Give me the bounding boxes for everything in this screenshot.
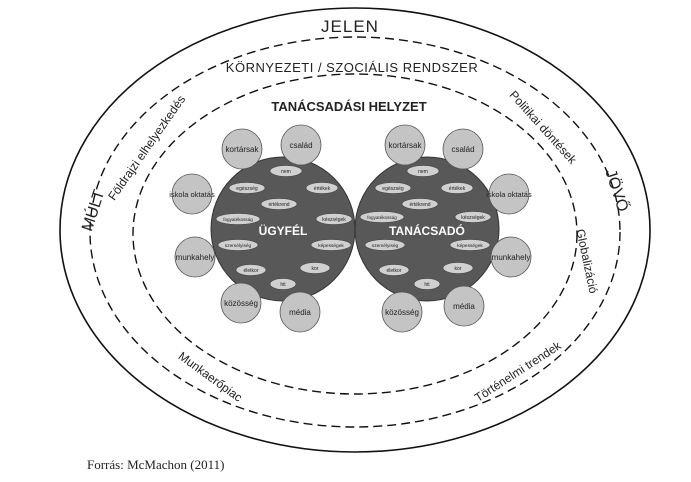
counselor-inner-oval: nem xyxy=(406,165,440,177)
counselor-circle-label: család xyxy=(451,145,474,154)
client-circle-label: munkahely xyxy=(176,253,215,262)
client-circle-label: kortársak xyxy=(226,145,260,154)
counselor-oval-label: nem xyxy=(418,169,428,175)
client-outer-circle: iskola oktatás xyxy=(169,173,215,215)
counselor-inner-oval: értékek xyxy=(440,182,474,194)
counselor-outer-circle: iskola oktatás xyxy=(486,173,532,215)
future-label: JÖVŐ xyxy=(601,167,633,214)
client-oval-label: hit xyxy=(280,282,286,288)
client-inner-oval: hit xyxy=(269,278,297,290)
client-circle-label: média xyxy=(289,308,311,317)
client-inner-oval: képességek xyxy=(310,239,352,251)
counselor-oval-label: egészség xyxy=(382,186,404,192)
past-label: MÚLT xyxy=(77,187,108,233)
counselor-oval-label: hit xyxy=(424,282,430,288)
counselor-oval-label: életkor xyxy=(386,268,401,274)
counselor-oval-label: személyiség xyxy=(372,243,399,249)
dashed-ring-inner xyxy=(132,73,578,395)
counselor-inner-oval: fogyatékosság xyxy=(359,211,405,223)
globalization-label: Globalizáció xyxy=(573,228,600,295)
outer-ellipse xyxy=(59,7,651,453)
counselor-oval-label: képességek xyxy=(457,243,483,249)
present-label: JELEN xyxy=(321,17,379,36)
client-oval-label: egészség xyxy=(236,186,258,192)
client-outer-circle: család xyxy=(280,124,322,166)
labour-market-label: Munkaerőpiac xyxy=(176,349,245,405)
client-oval-label: készségek xyxy=(322,217,346,223)
client-oval-label: személyiség xyxy=(225,243,252,249)
counselor-circle-label: média xyxy=(453,302,475,311)
counselor-outer-circle: kortársak xyxy=(384,124,426,166)
counselor-oval-label: készségek xyxy=(461,215,485,221)
client-circle-label: közösség xyxy=(224,299,258,308)
counselor-outer-circle: média xyxy=(443,285,485,327)
client-inner-oval: készségek xyxy=(315,213,353,225)
counselor-inner-oval: személyiség xyxy=(364,239,406,251)
counselor-circle-label: közösség xyxy=(385,308,419,317)
client-inner-oval: értékek xyxy=(305,182,339,194)
client-inner-oval: személyiség xyxy=(217,239,259,251)
counselor-inner-oval: készségek xyxy=(454,211,492,223)
counselor-circle-label: kortársak xyxy=(389,141,423,150)
source-caption: Forrás: McMachon (2011) xyxy=(87,457,225,472)
counselor-inner-oval: értékrend xyxy=(401,198,439,210)
client-label: ÜGYFÉL xyxy=(259,223,308,238)
counselor-outer-circle: munkahely xyxy=(490,236,532,278)
counselor-oval-label: értékrend xyxy=(409,202,430,208)
politics-label: Politikai döntések xyxy=(507,88,581,168)
client-oval-label: értékrend xyxy=(268,202,289,208)
counselor-system: TANÁCSADÓ kortársak család iskola oktatá… xyxy=(354,124,532,333)
counselor-inner-oval: kor xyxy=(442,262,474,274)
client-inner-oval: nem xyxy=(269,165,303,177)
counselor-oval-label: értékek xyxy=(449,186,466,192)
client-system: ÜGYFÉL kortársak család iskola oktatás m… xyxy=(169,124,356,333)
counselor-oval-label: fogyatékosság xyxy=(367,215,397,220)
client-inner-oval: fogyatékosság xyxy=(215,213,261,225)
client-oval-label: nem xyxy=(281,169,291,175)
client-oval-label: életkor xyxy=(243,268,258,274)
client-oval-label: fogyatékosság xyxy=(223,217,253,222)
dashed-ring-outer xyxy=(89,36,621,428)
counselling-situation-title: TANÁCSADÁSI HELYZET xyxy=(271,99,426,114)
client-outer-circle: munkahely xyxy=(174,236,216,278)
client-inner-oval: egészség xyxy=(228,182,266,194)
counselor-circle-label: iskola oktatás xyxy=(486,190,532,199)
counselor-inner-oval: egészség xyxy=(374,182,412,194)
client-circle-label: iskola oktatás xyxy=(169,190,215,199)
client-inner-oval: életkor xyxy=(235,264,267,276)
counselor-label: TANÁCSADÓ xyxy=(389,223,465,238)
counselor-inner-oval: képességek xyxy=(449,239,491,251)
counselor-outer-circle: közösség xyxy=(381,291,423,333)
client-outer-circle: média xyxy=(279,291,321,333)
client-oval-label: értékek xyxy=(314,186,331,192)
client-oval-label: kor xyxy=(312,266,319,272)
counselor-inner-oval: életkor xyxy=(378,264,410,276)
counselor-inner-oval: hit xyxy=(413,278,441,290)
social-system-label: KÖRNYEZETI / SZOCIÁLIS RENDSZER xyxy=(226,60,478,75)
counselor-circle-label: munkahely xyxy=(492,253,531,262)
counselor-outer-circle: család xyxy=(442,128,484,170)
client-outer-circle: kortársak xyxy=(221,128,263,170)
counselor-oval-label: kor xyxy=(455,266,462,272)
client-oval-label: képességek xyxy=(318,243,344,249)
history-trends-label: Történelmi trendek xyxy=(472,338,564,405)
client-inner-oval: értékrend xyxy=(260,198,298,210)
client-circle-label: család xyxy=(289,141,312,150)
client-outer-circle: közösség xyxy=(220,282,262,324)
client-inner-oval: kor xyxy=(299,262,331,274)
